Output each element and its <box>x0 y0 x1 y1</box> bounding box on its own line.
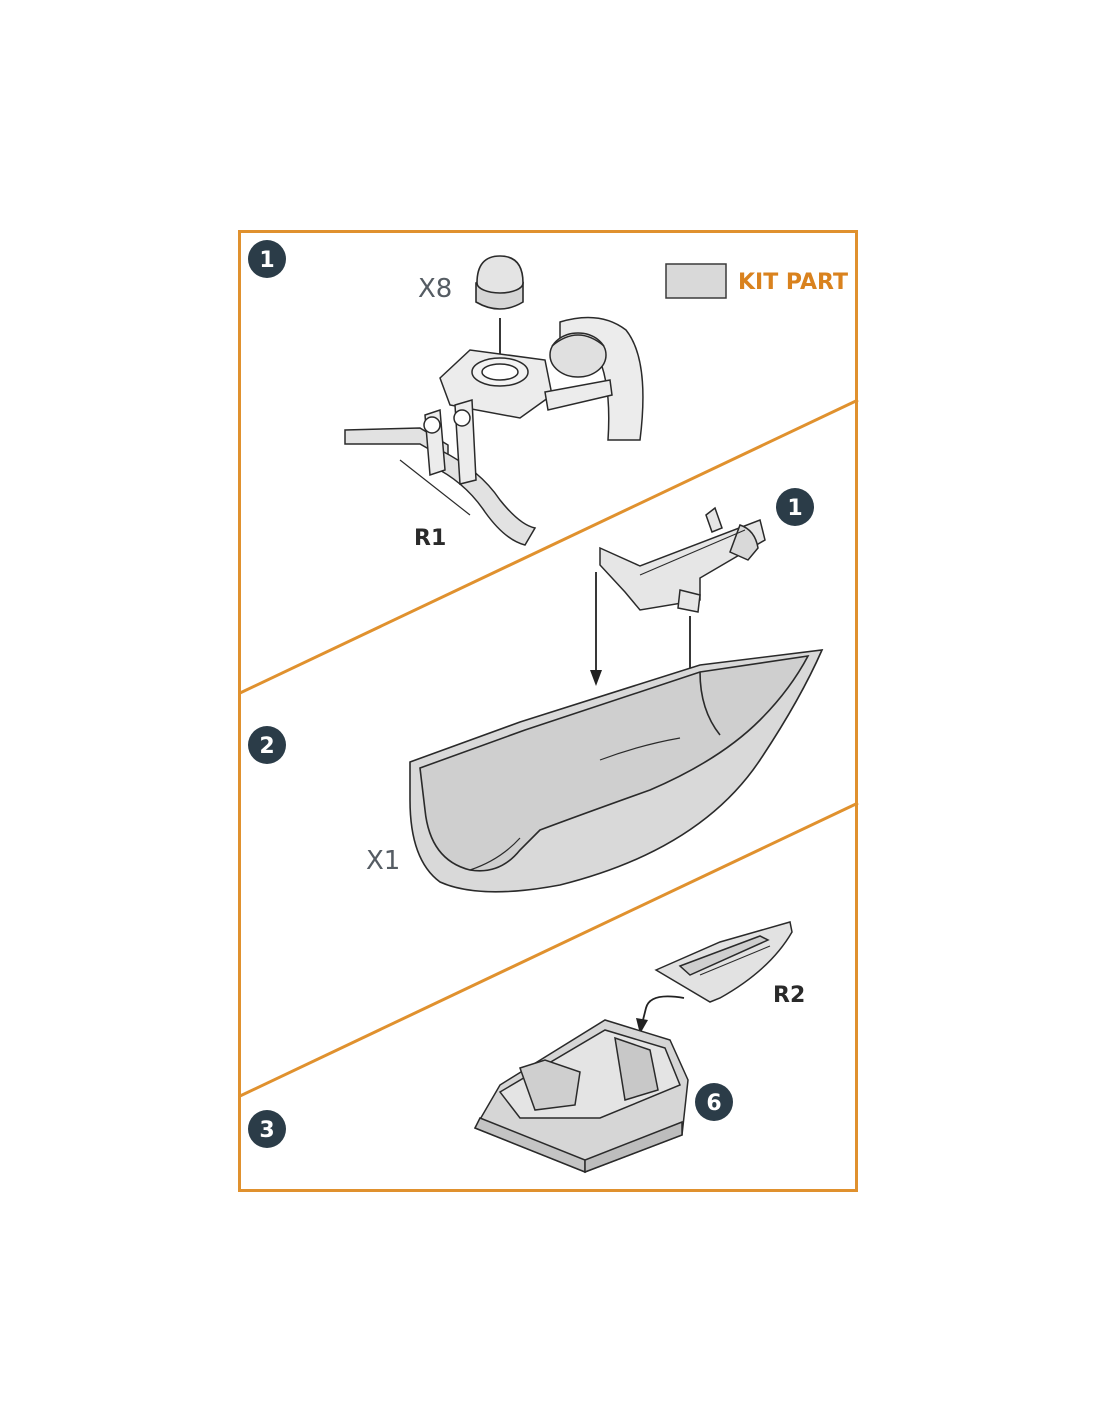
r2-label: R2 <box>773 983 805 1008</box>
legend: KIT PART <box>665 263 848 299</box>
cap-part <box>475 255 524 310</box>
step3-ref-badge: 6 <box>695 1083 733 1121</box>
step3-arrow <box>641 995 685 1025</box>
r2-panel <box>654 921 793 1003</box>
step-divider-2-3 <box>239 801 859 1098</box>
kit-part-label: KIT PART <box>738 270 848 295</box>
cockpit-tub <box>473 1019 689 1174</box>
step2-quantity: X1 <box>366 846 400 876</box>
r1-label: R1 <box>414 526 446 551</box>
step-1-badge: 1 <box>248 240 286 278</box>
svg-text:1: 1 <box>259 248 274 273</box>
svg-text:3: 3 <box>259 1118 274 1143</box>
svg-text:6: 6 <box>706 1091 721 1116</box>
x1-shell <box>409 649 824 893</box>
r1-assembly <box>344 316 644 546</box>
step1-quantity: X8 <box>418 274 452 304</box>
instruction-frame <box>238 230 858 1192</box>
step-3-badge: 3 <box>248 1110 286 1148</box>
step-divider-1-2 <box>239 398 859 695</box>
step2-ref-badge: 1 <box>776 488 814 526</box>
svg-text:1: 1 <box>787 496 802 521</box>
kit-part-swatch <box>665 263 727 299</box>
svg-text:2: 2 <box>259 734 274 759</box>
r1-subassembly <box>599 506 766 613</box>
step2-arrowhead-left <box>590 670 602 686</box>
step-2-badge: 2 <box>248 726 286 764</box>
